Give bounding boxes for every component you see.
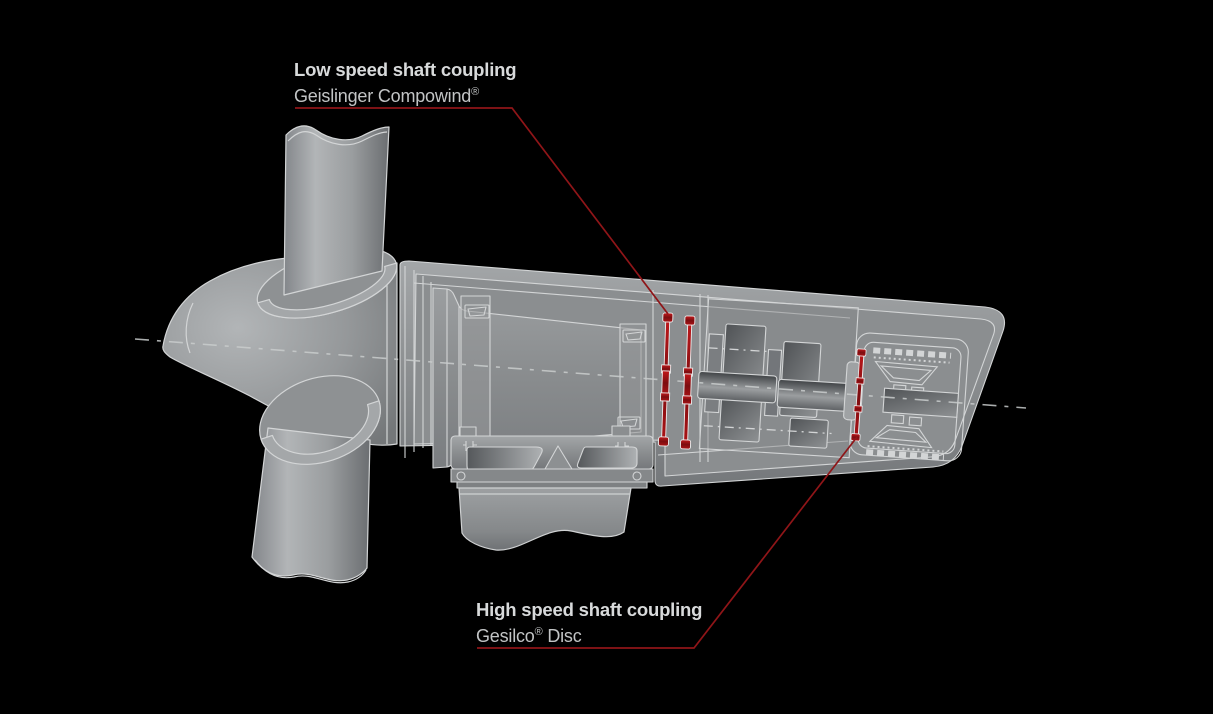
bedplate [450, 425, 654, 489]
blade-edge-line [254, 559, 367, 584]
rotor-blade-top [256, 125, 398, 319]
bearing-block [890, 414, 905, 425]
bedplate-ledge [456, 481, 648, 489]
low-speed-coupling-subtitle: Geislinger Compowind® [294, 86, 479, 106]
stator-segment-row [873, 347, 952, 359]
rotor-blade-bottom [251, 375, 381, 584]
gear-wheel [788, 417, 829, 449]
stator-top [874, 360, 939, 386]
tower-shell [458, 487, 632, 551]
stator-segment-row [865, 449, 945, 461]
generator-rotor [882, 387, 960, 418]
blade-shell [283, 125, 390, 296]
stator-bottom [868, 424, 933, 449]
high-speed-coupling-subtitle: Gesilco® Disc [476, 626, 582, 646]
rail-bolt [632, 471, 642, 481]
clamp-icon [463, 441, 477, 451]
registered-trademark-icon: ® [471, 86, 479, 98]
bedplate-window [576, 446, 638, 469]
low-speed-coupling-title: Low speed shaft coupling [294, 59, 517, 80]
high-speed-callout-line [477, 436, 858, 649]
gearbox [697, 298, 864, 459]
low-speed-callout-line [295, 107, 669, 315]
tower-top [458, 487, 632, 551]
bedplate-window [466, 446, 543, 472]
rail-bolt [456, 471, 466, 481]
high-speed-shaft [776, 378, 864, 413]
high-speed-coupling-title: High speed shaft coupling [476, 599, 703, 620]
bedplate-rail [450, 468, 654, 483]
gear-mesh-centerline [703, 425, 832, 435]
bearing-icon [464, 304, 490, 319]
bearing-block [908, 416, 923, 427]
roof-inner-line [413, 282, 851, 319]
main-shaft-housing [432, 287, 647, 469]
low-speed-coupling-label: Low speed shaft coupling Geislinger Comp… [294, 58, 517, 108]
blade-edge-line [287, 131, 388, 146]
stator-bottom-inner [874, 429, 928, 443]
bearing-icon [622, 329, 646, 343]
hub-nose-seam [185, 302, 194, 354]
high-speed-coupling-label: High speed shaft coupling Gesilco® Disc [476, 598, 702, 648]
registered-trademark-icon: ® [534, 626, 543, 638]
gear-wheel [718, 395, 763, 443]
stator-top-inner [879, 365, 933, 382]
blade-root-ring-front [260, 400, 381, 465]
coupling-link [679, 315, 696, 450]
rotation-axis-centerline [134, 338, 1027, 409]
blade-root-ring-front [257, 262, 398, 319]
low-speed-shaft [697, 370, 778, 404]
